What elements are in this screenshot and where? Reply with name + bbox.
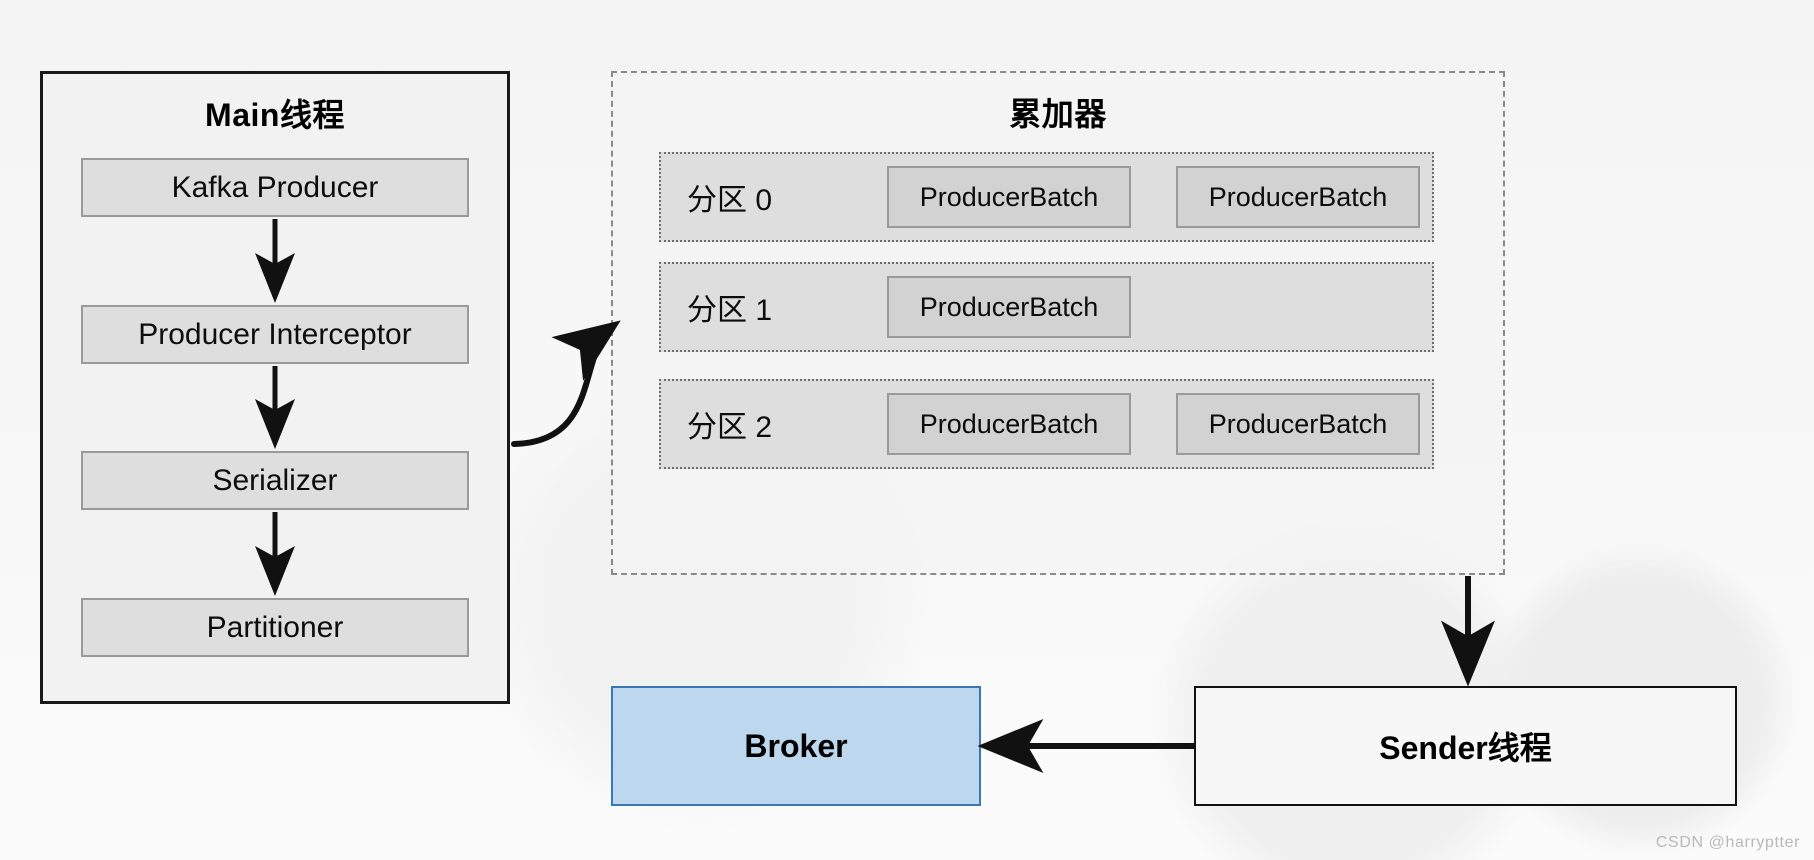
- broker-label: Broker: [744, 727, 848, 764]
- partition-2-batch-0-label: ProducerBatch: [919, 408, 1099, 439]
- partition-2-label: 分区 2: [687, 411, 773, 444]
- watermark-credit: CSDN @harryptter: [1655, 834, 1800, 851]
- partition-0-batch-1-label: ProducerBatch: [1208, 181, 1388, 212]
- partition-2-batch-1[interactable]: ProducerBatch: [1176, 393, 1420, 455]
- step-partitioner[interactable]: Partitioner: [81, 598, 469, 657]
- partition-0-batch-0[interactable]: ProducerBatch: [887, 166, 1131, 228]
- partition-0-label: 分区 0: [687, 184, 773, 217]
- accumulator-title: 累加器: [1009, 96, 1107, 132]
- sender-thread-box[interactable]: Sender线程: [1194, 686, 1737, 806]
- broker-box[interactable]: Broker: [611, 686, 981, 806]
- step-kafka-producer-label: Kafka Producer: [171, 170, 379, 204]
- step-serializer[interactable]: Serializer: [81, 451, 469, 510]
- main-thread-title: Main线程: [205, 97, 345, 133]
- partition-2-batch-1-label: ProducerBatch: [1208, 408, 1388, 439]
- partition-1-batch-0-label: ProducerBatch: [919, 291, 1099, 322]
- partition-1-batch-0[interactable]: ProducerBatch: [887, 276, 1131, 338]
- step-kafka-producer[interactable]: Kafka Producer: [81, 158, 469, 217]
- arrow-main-to-accumulator: [511, 320, 621, 447]
- partition-0-batch-1[interactable]: ProducerBatch: [1176, 166, 1420, 228]
- partition-0-batch-0-label: ProducerBatch: [919, 181, 1099, 212]
- partition-2-batch-0[interactable]: ProducerBatch: [887, 393, 1131, 455]
- partition-row-1[interactable]: 分区 1 ProducerBatch: [659, 262, 1434, 352]
- step-partitioner-label: Partitioner: [206, 610, 344, 644]
- step-producer-interceptor[interactable]: Producer Interceptor: [81, 305, 469, 364]
- partition-1-label: 分区 1: [687, 294, 773, 327]
- sender-thread-label: Sender线程: [1379, 730, 1552, 766]
- partition-row-2[interactable]: 分区 2 ProducerBatch ProducerBatch: [659, 379, 1434, 469]
- step-serializer-label: Serializer: [212, 463, 338, 497]
- partition-row-0[interactable]: 分区 0 ProducerBatch ProducerBatch: [659, 152, 1434, 242]
- step-producer-interceptor-label: Producer Interceptor: [138, 317, 412, 351]
